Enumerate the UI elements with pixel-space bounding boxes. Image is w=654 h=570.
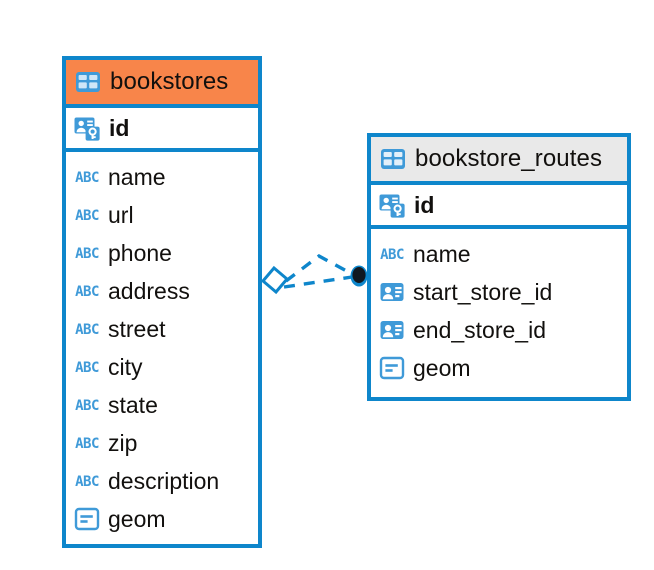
field-label-name: name <box>413 240 471 267</box>
field-label-id: id <box>414 191 435 218</box>
relationship-line-upper <box>284 253 353 283</box>
field-row-primary-key[interactable]: id <box>371 185 627 229</box>
abc-text-icon: ABC <box>74 357 100 377</box>
table-icon <box>75 69 101 95</box>
entity-bookstores-title: bookstores <box>110 68 229 95</box>
field-row-name[interactable]: ABC name <box>66 158 258 196</box>
foreign-key-icon <box>379 279 405 305</box>
field-row-address[interactable]: ABC address <box>66 272 258 310</box>
entity-bookstores-field-list: ABC name ABC url ABC p <box>66 152 258 544</box>
svg-text:ABC: ABC <box>75 208 99 224</box>
svg-text:ABC: ABC <box>75 284 99 300</box>
field-row-geom[interactable]: geom <box>371 349 627 387</box>
primary-key-icon <box>378 191 406 219</box>
field-label-id: id <box>109 114 130 141</box>
field-label-geom: geom <box>108 505 166 532</box>
primary-key-icon <box>73 114 101 142</box>
svg-text:ABC: ABC <box>380 247 404 263</box>
svg-text:ABC: ABC <box>75 398 99 414</box>
field-label-zip: zip <box>108 429 138 456</box>
geometry-icon <box>379 355 405 381</box>
relationship-line-lower <box>283 275 353 289</box>
field-row-state[interactable]: ABC state <box>66 386 258 424</box>
svg-text:ABC: ABC <box>75 436 99 452</box>
foreign-key-icon <box>379 317 405 343</box>
field-label-url: url <box>108 201 134 228</box>
field-row-geom[interactable]: geom <box>66 500 258 538</box>
field-label-name: name <box>108 163 166 190</box>
geometry-icon <box>74 506 100 532</box>
field-row-url[interactable]: ABC url <box>66 196 258 234</box>
field-row-primary-key[interactable]: id <box>66 108 258 152</box>
field-label-state: state <box>108 391 158 418</box>
field-label-geom: geom <box>413 354 471 381</box>
field-row-start-store-id[interactable]: start_store_id <box>371 273 627 311</box>
table-icon <box>380 146 406 172</box>
field-label-description: description <box>108 467 220 494</box>
abc-text-icon: ABC <box>74 243 100 263</box>
abc-text-icon: ABC <box>74 319 100 339</box>
svg-text:ABC: ABC <box>75 246 99 262</box>
entity-bookstore-routes-field-list: ABC name start_store_id <box>371 229 627 393</box>
field-label-city: city <box>108 353 143 380</box>
abc-text-icon: ABC <box>74 167 100 187</box>
field-row-zip[interactable]: ABC zip <box>66 424 258 462</box>
field-row-phone[interactable]: ABC phone <box>66 234 258 272</box>
entity-bookstore-routes-title: bookstore_routes <box>415 145 603 172</box>
field-label-address: address <box>108 277 190 304</box>
filled-circle-marker[interactable] <box>350 265 368 287</box>
entity-bookstore-routes[interactable]: bookstore_routes id <box>367 133 631 401</box>
open-diamond-marker[interactable] <box>260 265 290 295</box>
svg-text:ABC: ABC <box>75 360 99 376</box>
svg-text:ABC: ABC <box>75 170 99 186</box>
field-label-end-store-id: end_store_id <box>413 316 546 343</box>
abc-text-icon: ABC <box>74 395 100 415</box>
abc-text-icon: ABC <box>74 433 100 453</box>
field-label-street: street <box>108 315 166 342</box>
svg-text:ABC: ABC <box>75 322 99 338</box>
field-row-description[interactable]: ABC description <box>66 462 258 500</box>
entity-bookstore-routes-header[interactable]: bookstore_routes <box>371 137 627 185</box>
svg-text:ABC: ABC <box>75 474 99 490</box>
entity-bookstores-header[interactable]: bookstores <box>66 60 258 108</box>
field-row-end-store-id[interactable]: end_store_id <box>371 311 627 349</box>
field-label-phone: phone <box>108 239 172 266</box>
abc-text-icon: ABC <box>74 281 100 301</box>
field-row-city[interactable]: ABC city <box>66 348 258 386</box>
abc-text-icon: ABC <box>379 244 405 264</box>
field-row-name[interactable]: ABC name <box>371 235 627 273</box>
field-row-street[interactable]: ABC street <box>66 310 258 348</box>
entity-bookstores[interactable]: bookstores id <box>62 56 262 548</box>
field-label-start-store-id: start_store_id <box>413 278 553 305</box>
abc-text-icon: ABC <box>74 471 100 491</box>
abc-text-icon: ABC <box>74 205 100 225</box>
